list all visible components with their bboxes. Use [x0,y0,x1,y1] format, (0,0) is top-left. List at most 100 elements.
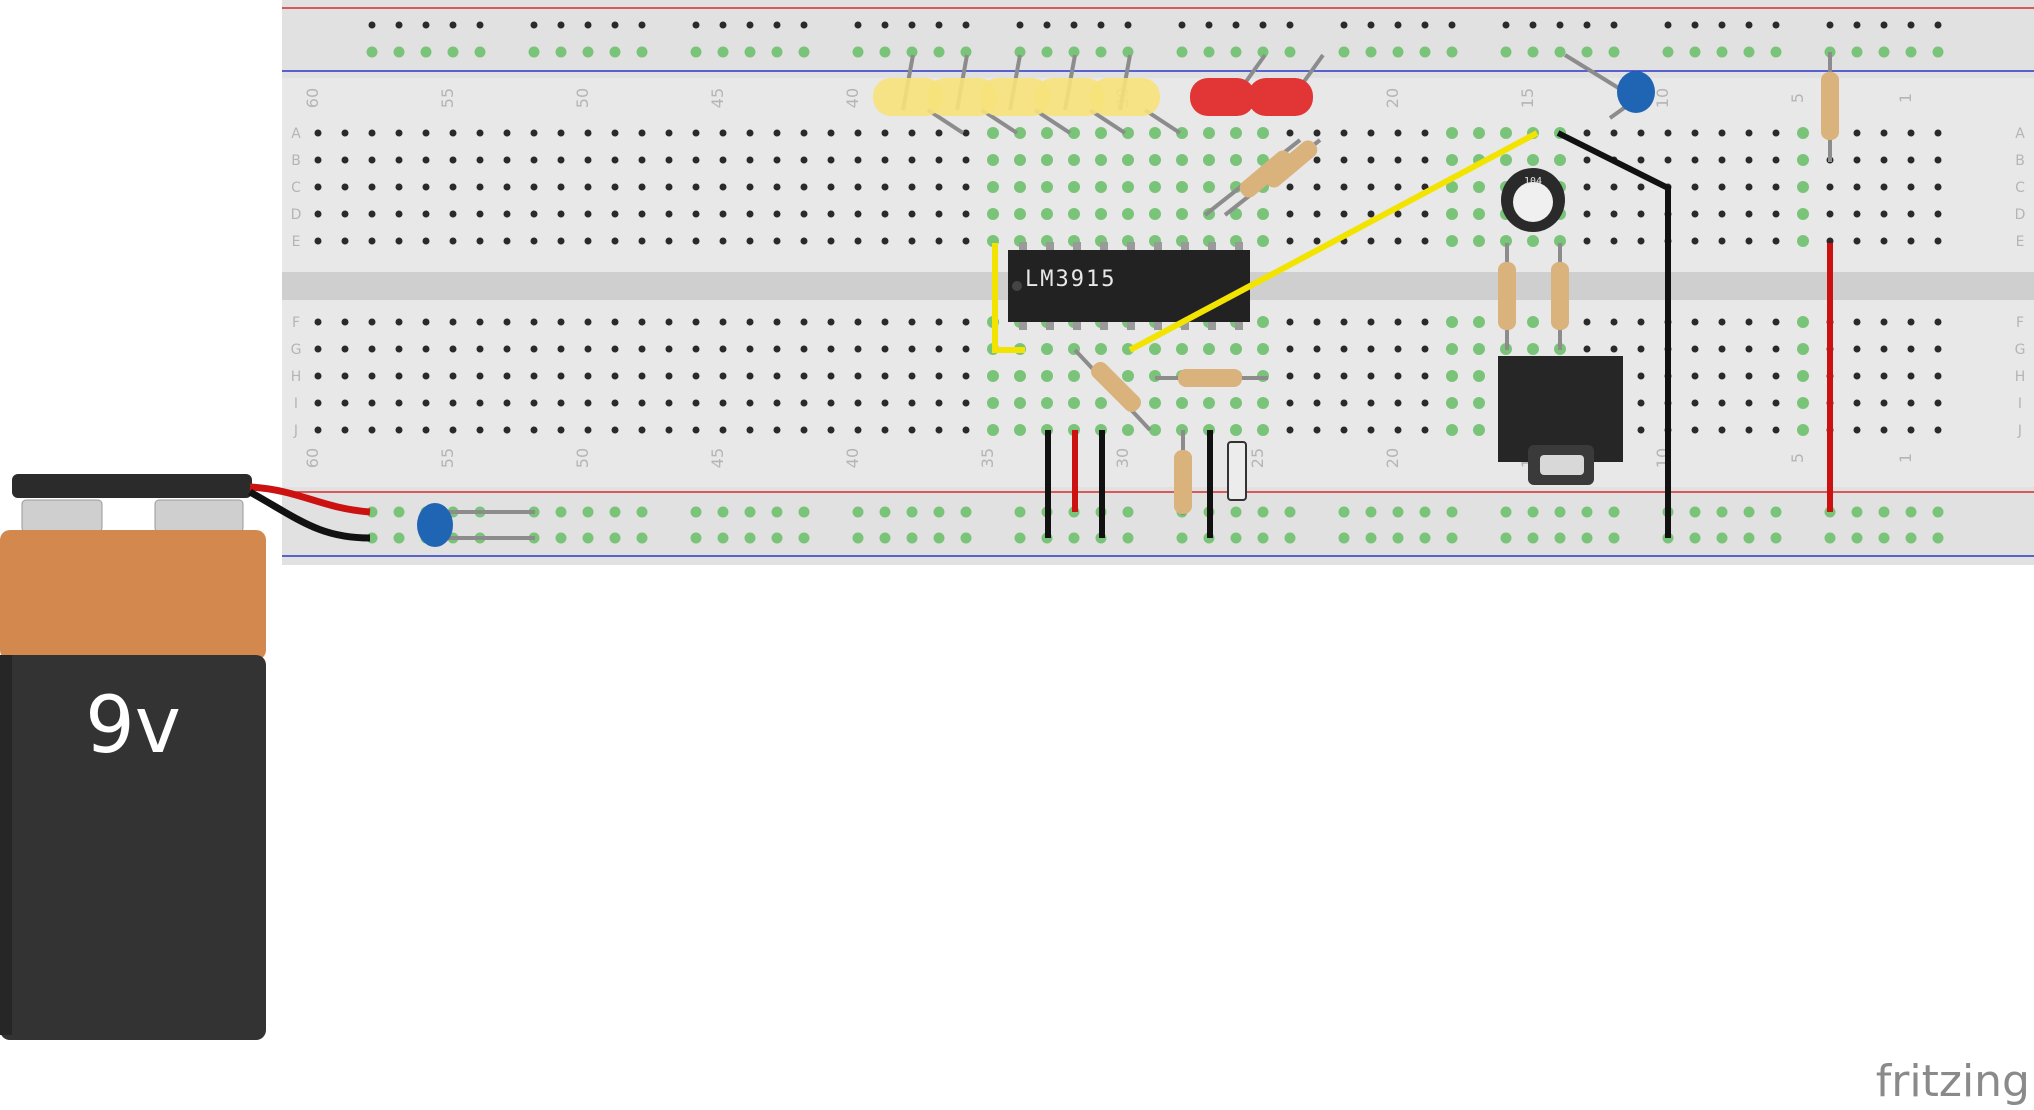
yellow-wires [992,130,1539,353]
rail-hole [746,21,754,29]
hole [449,183,457,191]
potentiometer-label: 104 [1524,176,1542,187]
rail-hole [1662,46,1674,58]
hole [881,399,889,407]
ic-pin [1127,322,1135,330]
hole [665,399,673,407]
rail-hole [1284,46,1296,58]
hole [1394,318,1402,326]
hole [987,424,999,436]
rail-hole [960,46,972,58]
column-number: 55 [438,448,457,468]
resistor-body [1821,72,1839,140]
hole [1176,397,1188,409]
row-letter: B [291,153,301,169]
rail-hole [1338,532,1350,544]
hole [1473,181,1485,193]
hole [1095,154,1107,166]
rail-hole [1718,21,1726,29]
hole [530,129,538,137]
led-lead [926,108,965,135]
hole [584,210,592,218]
hole [935,129,943,137]
hole [368,345,376,353]
hole [773,318,781,326]
hole [395,345,403,353]
hole [854,345,862,353]
rail-hole [555,46,567,58]
hole [1286,210,1294,218]
hole [638,129,646,137]
hole [1203,343,1215,355]
rail-hole [1689,506,1701,518]
red-led [1248,78,1313,116]
led-lead [1143,108,1182,135]
battery-9v: 9v [0,474,266,1040]
hole [1745,129,1753,137]
rail-hole [1284,506,1296,518]
hole [557,237,565,245]
hole [1394,345,1402,353]
hole [935,372,943,380]
hole [827,129,835,137]
hole [1797,154,1809,166]
row-letter: I [2018,396,2022,412]
hole [1176,343,1188,355]
hole [1797,424,1809,436]
hole [1394,426,1402,434]
hole [1122,370,1134,382]
hole [908,129,916,137]
hole [1907,372,1915,380]
rail-hole [690,46,702,58]
hole [638,156,646,164]
ic-pin [1181,322,1189,330]
rail-hole [1068,532,1080,544]
rail-hole [852,46,864,58]
rail-hole [1691,21,1699,29]
hole [1745,156,1753,164]
hole [1880,183,1888,191]
ic-lm3915: LM3915 [1008,242,1250,330]
hole [341,345,349,353]
jumper-wires [1045,130,1833,538]
hole [395,237,403,245]
rail-hole [1392,506,1404,518]
hole [1880,372,1888,380]
hole [719,129,727,137]
column-number: 45 [708,88,727,108]
ic-pin [1181,242,1189,250]
hole [1095,181,1107,193]
ic-pin [1154,242,1162,250]
ic-pin [1073,322,1081,330]
hole [1637,183,1645,191]
hole [1907,237,1915,245]
hole [611,426,619,434]
hole [1797,181,1809,193]
hole [1826,237,1834,245]
hole [1394,156,1402,164]
hole [1367,156,1375,164]
hole [1853,345,1861,353]
hole [1340,399,1348,407]
hole [1473,208,1485,220]
rail-hole [1421,21,1429,29]
yellow-led [1035,78,1105,116]
hole [1421,318,1429,326]
rail-hole [582,532,594,544]
hole [1826,183,1834,191]
rail-hole [1070,21,1078,29]
hole [1367,210,1375,218]
hole [557,210,565,218]
hole [449,237,457,245]
hole [1473,424,1485,436]
hole [1583,345,1591,353]
hole [881,372,889,380]
capacitor-body [417,503,453,547]
rail-hole [1419,506,1431,518]
rail-hole [1527,532,1539,544]
rail-hole [393,46,405,58]
hole [341,318,349,326]
rail-hole [1367,21,1375,29]
hole [908,237,916,245]
hole [1772,399,1780,407]
